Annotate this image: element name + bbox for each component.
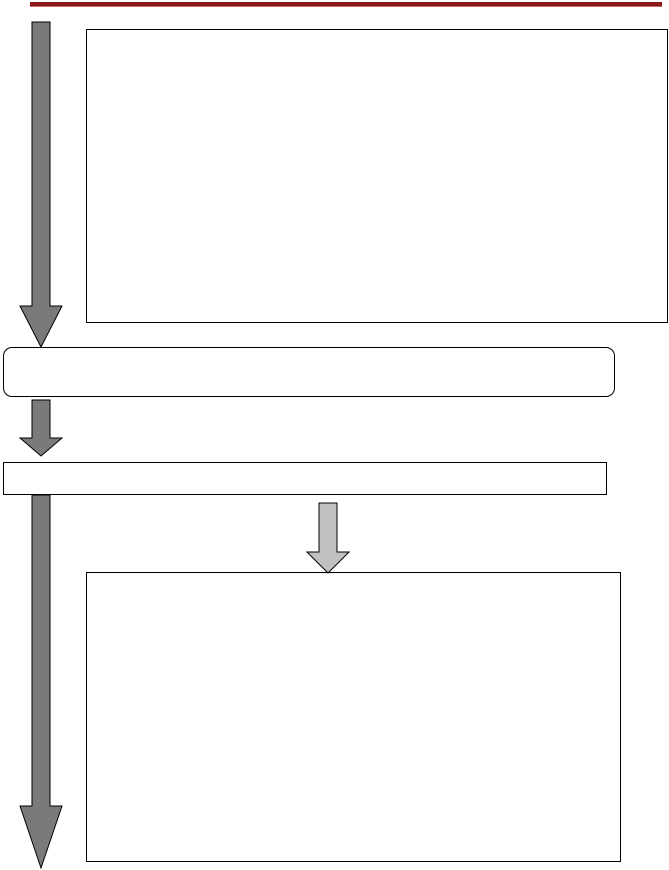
bar-step-box bbox=[3, 462, 607, 495]
top-content-box bbox=[86, 29, 668, 323]
header-rule bbox=[30, 2, 662, 7]
rounded-step-box bbox=[3, 347, 615, 397]
arrow-down-long-bottom bbox=[19, 494, 63, 870]
arrow-down-short bbox=[18, 399, 64, 457]
arrow-down-light bbox=[305, 502, 351, 574]
bottom-content-box bbox=[86, 572, 621, 862]
arrow-down-long-top bbox=[19, 21, 63, 349]
